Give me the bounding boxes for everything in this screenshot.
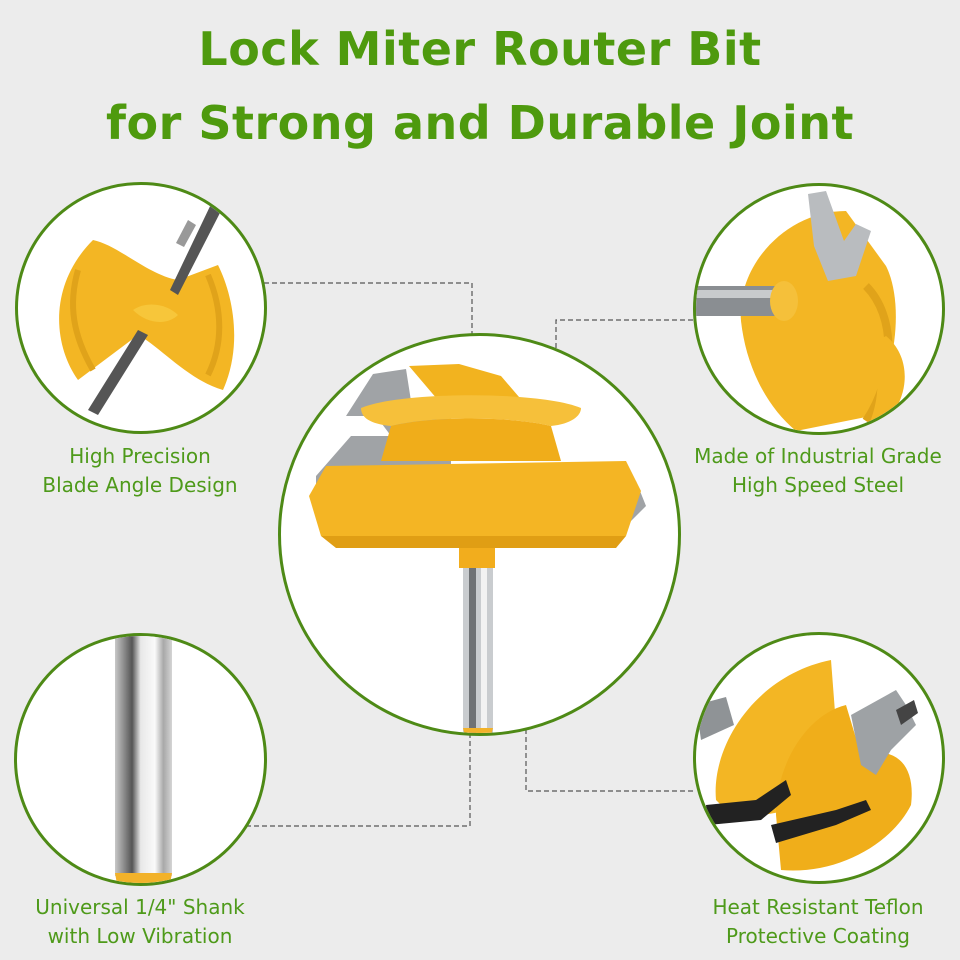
coating-closeup-icon [696,660,918,871]
blade-closeup-icon [59,200,235,415]
feature-caption-top-right: Made of Industrial Grade High Speed Stee… [694,444,942,497]
router-bit-icon [309,364,646,733]
feature-image-blade [15,182,267,434]
shank-closeup-icon [115,636,172,883]
feature-caption-bottom-left: Universal 1/4" Shank with Low Vibration [35,895,245,948]
feature-image-shank [14,633,267,886]
feature-caption-top-left: High Precision Blade Angle Design [42,444,238,497]
center-product-image [278,333,681,736]
feature-caption-bottom-right: Heat Resistant Teflon Protective Coating [712,895,924,948]
title-line-2: for Strong and Durable Joint [106,96,854,150]
feature-image-steel [693,183,945,435]
steel-cutter-icon [696,191,905,431]
title-line-1: Lock Miter Router Bit [198,22,762,76]
feature-image-coating [693,632,945,884]
